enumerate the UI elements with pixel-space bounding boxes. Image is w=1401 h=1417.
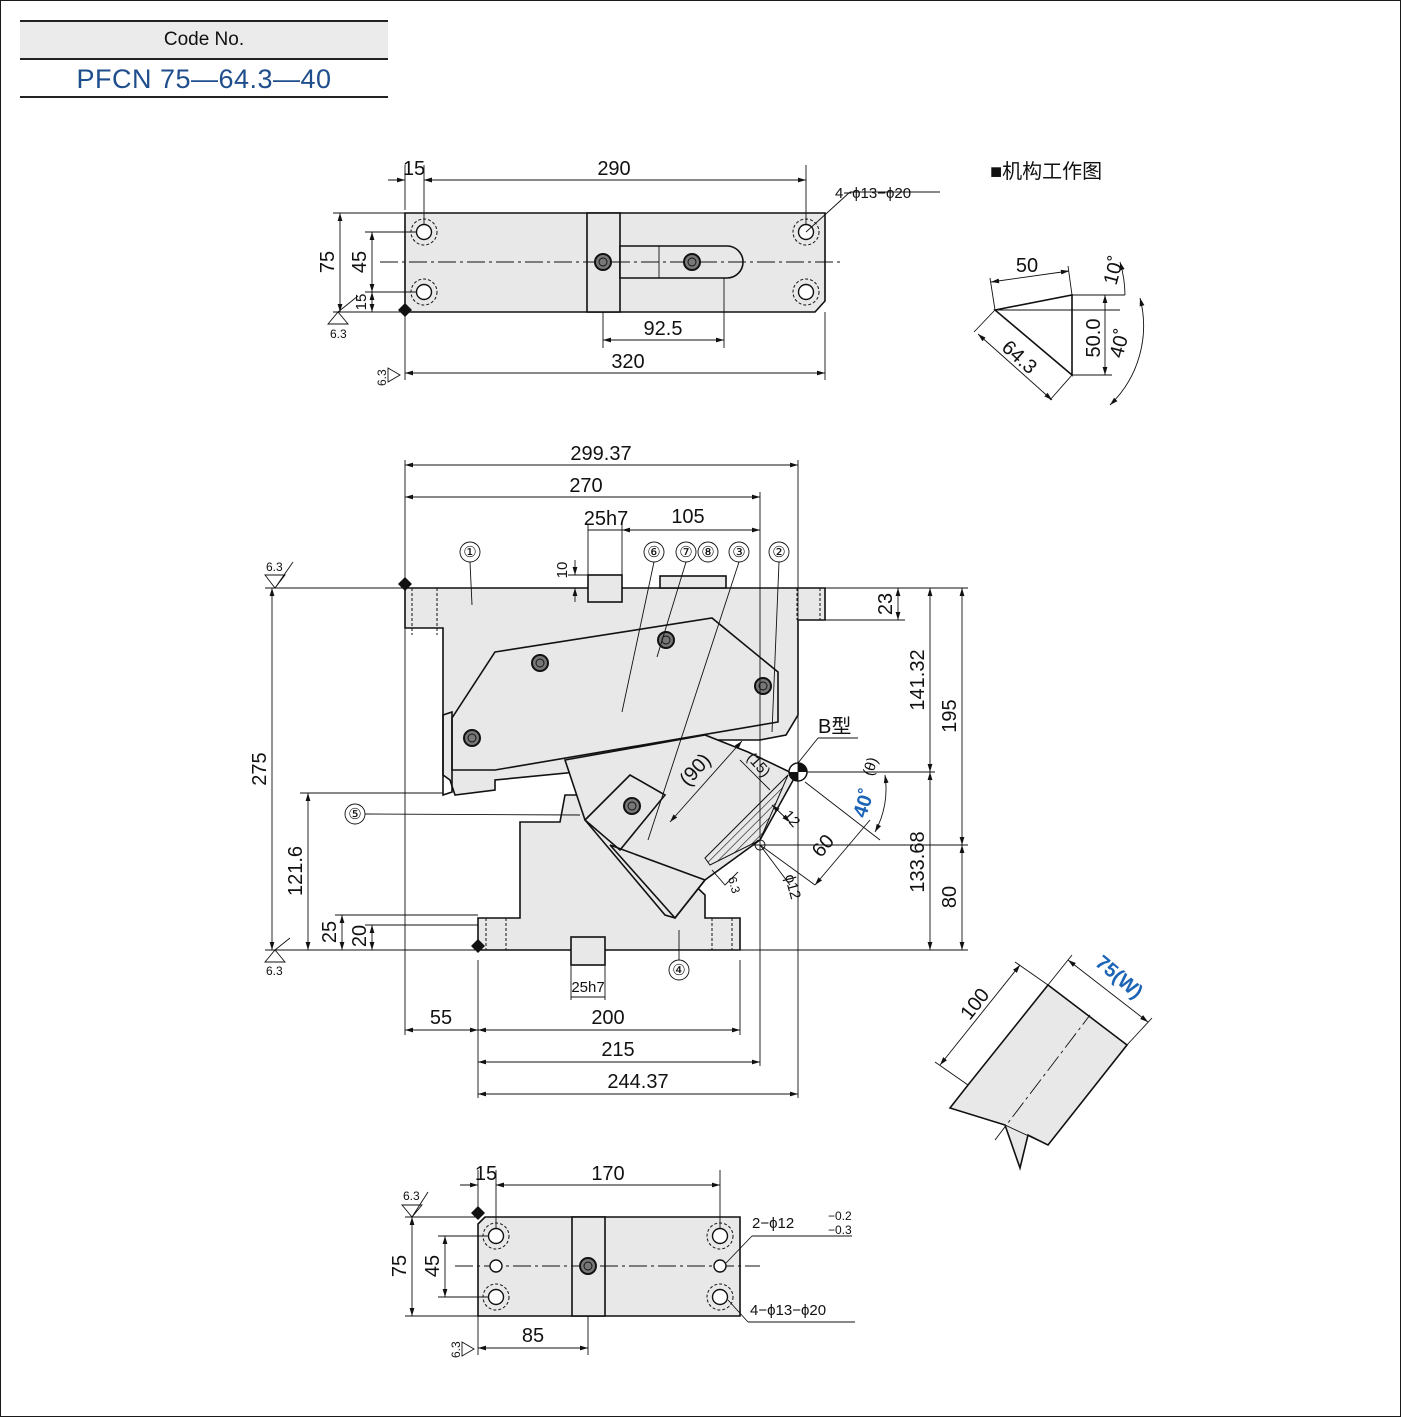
bottom-tol-upper: −0.2: [828, 1209, 852, 1223]
front-angle-value: 40˚: [848, 786, 879, 821]
front-roughness-bottom: 6.3: [266, 964, 283, 978]
top-dim-320: 320: [611, 351, 644, 373]
front-dim-23: 23: [875, 593, 897, 615]
bottom-view: 15 170 75 45 85 2−ϕ12 −0.2 −0.3 4−ϕ13−ϕ2…: [389, 1163, 855, 1358]
front-dim-270: 270: [569, 475, 602, 497]
front-dim-141-32: 141.32: [907, 649, 929, 710]
mech-dim-50-0: 50.0: [1083, 319, 1105, 358]
label-1: ①: [463, 544, 476, 561]
blade-dim-100: 100: [956, 984, 994, 1024]
top-dim-15: 15: [403, 158, 425, 180]
front-dim-299-37: 299.37: [570, 443, 631, 465]
front-bolts: [463, 631, 772, 815]
label-7: ⑦: [679, 544, 692, 561]
front-dim-244-37: 244.37: [607, 1071, 668, 1093]
bottom-roughness-a: 6.3: [403, 1189, 420, 1203]
bottom-dim-170: 170: [591, 1163, 624, 1185]
bottom-dim-75: 75: [389, 1255, 411, 1277]
label-6: ⑥: [647, 544, 660, 561]
top-roughness-a: 6.3: [330, 327, 347, 341]
lever-block: [583, 774, 667, 852]
front-dim-121-6: 121.6: [285, 846, 307, 896]
front-angle-theta: (θ): [860, 755, 882, 778]
bottom-roughness-b: 6.3: [449, 1341, 463, 1358]
top-dim-75: 75: [317, 251, 339, 273]
bottom-dim-45: 45: [422, 1255, 444, 1277]
front-dim-275: 275: [249, 752, 271, 785]
label-2: ②: [772, 544, 785, 561]
label-4: ④: [672, 962, 685, 979]
front-roughness-mid: 6.3: [725, 875, 743, 895]
base-key: [570, 936, 606, 966]
bottom-holes-small: 2−ϕ12: [752, 1215, 794, 1232]
label-8: ⑧: [701, 544, 714, 561]
front-dim-25h7-bottom: 25h7: [571, 979, 604, 996]
front-dim-12: 12: [779, 807, 803, 831]
bottom-holes: [482, 1222, 734, 1311]
blade-dim-width: 75(W): [1091, 951, 1147, 1003]
front-dim-195: 195: [939, 699, 961, 732]
top-dim-15b: 15: [353, 294, 370, 311]
bottom-dim-85: 85: [522, 1325, 544, 1347]
front-dim-25h7-top: 25h7: [584, 508, 629, 530]
front-dim-phi12: ϕ12: [781, 873, 804, 902]
part-labels: ① ② ③ ④ ⑤ ⑥ ⑦ ⑧: [344, 541, 790, 981]
front-dim-55: 55: [430, 1007, 452, 1029]
front-dim-105: 105: [671, 506, 704, 528]
code-label: Code No.: [20, 20, 388, 60]
top-dim-290: 290: [597, 158, 630, 180]
top-dim-92-5: 92.5: [644, 318, 683, 340]
front-dim-133-68: 133.68: [907, 831, 929, 892]
bottom-dim-15: 15: [475, 1163, 497, 1185]
bottom-plate: [477, 1216, 741, 1317]
blade-view: 100 75(W): [934, 951, 1153, 1171]
front-b-type: B型: [818, 715, 851, 738]
mechanism-diagram: ■机构工作图 50 64.3 50.0 40˚ 10˚: [973, 160, 1145, 406]
bottom-holes-large: 4−ϕ13−ϕ20: [750, 1302, 826, 1319]
label-3: ③: [732, 544, 745, 561]
front-dim-60: 60: [808, 831, 839, 862]
code-value: PFCN 75—64.3—40: [20, 60, 388, 98]
front-view: ① ② ③ ④ ⑤ ⑥ ⑦ ⑧ 299.37 270 25h7 105: [249, 443, 968, 1098]
top-view: 15 290 4−ϕ13−ϕ20 75 45 15 92.5 320 6.3 6…: [317, 158, 940, 386]
mech-dim-50: 50: [1016, 255, 1038, 277]
top-holes-callout: 4−ϕ13−ϕ20: [835, 185, 911, 202]
top-key: [586, 212, 621, 313]
front-dim-215: 215: [601, 1039, 634, 1061]
code-number-box: Code No. PFCN 75—64.3—40: [20, 20, 388, 98]
front-dim-10: 10: [554, 562, 571, 579]
top-dim-45: 45: [349, 251, 371, 273]
mech-dim-40deg: 40˚: [1106, 327, 1135, 361]
mechanism-title: ■机构工作图: [990, 160, 1102, 183]
top-roughness-b: 6.3: [375, 369, 389, 386]
label-5: ⑤: [348, 806, 361, 823]
front-dim-200: 200: [591, 1007, 624, 1029]
bottom-tol-lower: −0.3: [828, 1223, 852, 1237]
upper-key: [587, 574, 623, 603]
front-dim-80: 80: [939, 886, 961, 908]
front-dim-25: 25: [319, 921, 341, 943]
front-dim-20: 20: [349, 925, 371, 947]
front-roughness-top: 6.3: [266, 560, 283, 574]
